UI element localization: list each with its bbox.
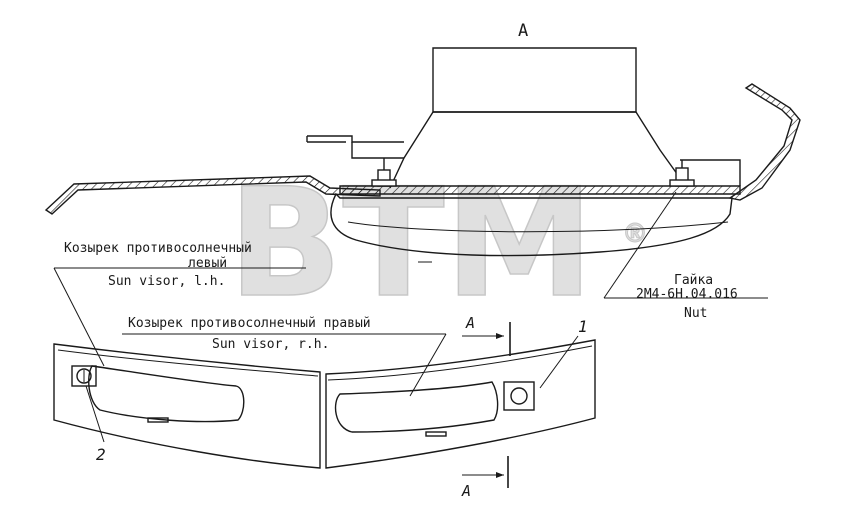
mounting-plate — [339, 185, 741, 195]
housing-funnel-right — [635, 111, 681, 179]
visor-section-inner — [347, 221, 729, 233]
section-mark-top: A — [462, 314, 511, 356]
right-visor-clip — [425, 431, 447, 437]
section-view-a: A — [44, 21, 801, 299]
callout-1: 1 — [578, 317, 588, 336]
right-visor-mirror — [334, 381, 499, 433]
right-edge-block — [680, 159, 741, 186]
nut-part-number: 2М4-6Н.04.016 — [636, 287, 738, 302]
section-mark-bottom: A — [461, 456, 509, 500]
left-visor-label-ru-line2: левый — [188, 256, 227, 271]
right-visor-top-edge — [327, 345, 593, 381]
right-roof-panel — [728, 83, 801, 201]
left-visor-mirror — [88, 365, 245, 423]
top-housing-block — [432, 47, 637, 113]
visor-section-body — [330, 192, 733, 257]
left-visor-panel — [53, 343, 321, 469]
right-mount — [503, 381, 535, 411]
right-stud-nut — [669, 160, 695, 187]
callout-1-leader — [539, 335, 579, 389]
left-bracket — [307, 135, 404, 143]
callout-2-leader — [85, 385, 105, 443]
nut-label-en: Nut — [684, 306, 707, 321]
nut-leader-line — [603, 191, 677, 299]
left-visor-label-en: Sun visor, l.h. — [108, 274, 225, 289]
left-visor-top-edge — [57, 349, 319, 377]
right-visor-label-en: Sun visor, r.h. — [212, 337, 329, 352]
left-bracket-drop — [351, 142, 404, 159]
watermark-registered-mark: ® — [622, 219, 648, 249]
left-visor-label-ru-line1: Козырек противосолнечный — [64, 241, 252, 256]
callout-2: 2 — [96, 445, 106, 464]
section-mark-bottom-letter: A — [461, 482, 471, 500]
section-title: A — [518, 21, 528, 41]
left-visor-clip — [147, 417, 169, 423]
left-roof-panel — [44, 175, 381, 215]
left-stud-nut — [371, 158, 397, 187]
left-mount — [71, 365, 97, 387]
section-mark-top-letter: A — [465, 314, 475, 332]
right-visor-panel — [325, 339, 596, 469]
visors-front-view — [53, 339, 596, 469]
left-visor-leader — [53, 267, 105, 367]
nut-label-ru: Гайка — [674, 273, 713, 288]
right-visor-label-ru: Козырек противосолнечный правый — [128, 316, 371, 331]
